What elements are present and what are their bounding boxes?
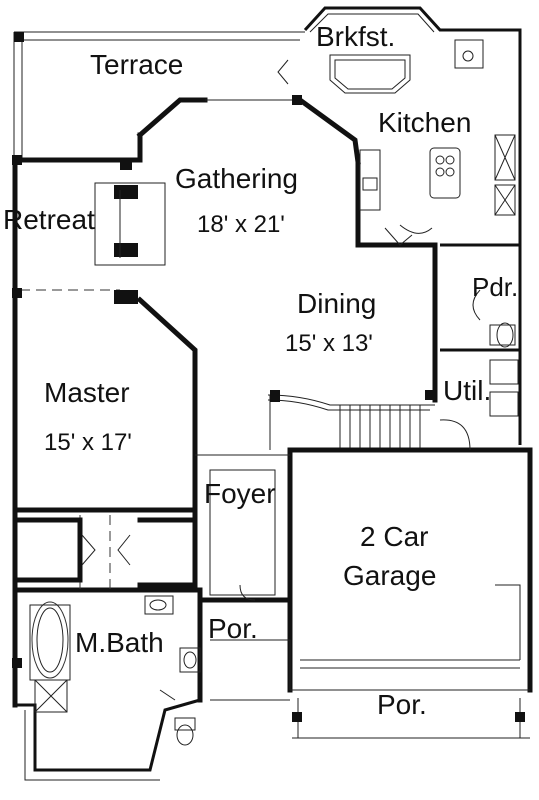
retreat-label: Retreat (3, 204, 95, 235)
garage-label-line2: Garage (343, 560, 436, 591)
garage-porch-label: Por. (377, 689, 427, 720)
fireplace (94, 182, 166, 266)
powder-label: Pdr. (472, 272, 518, 302)
breakfast-table (329, 54, 411, 94)
door-swings (81, 59, 413, 701)
breakfast-label: Brkfst. (316, 21, 395, 52)
gathering-label: Gathering (175, 163, 298, 194)
foyer-label: Foyer (204, 478, 276, 509)
kitchen-fixtures (359, 39, 516, 234)
master-label: Master (44, 377, 130, 408)
utility-label: Util. (443, 375, 491, 406)
garage-label-line1: 2 Car (360, 521, 428, 552)
kitchen-label: Kitchen (378, 107, 471, 138)
front-porch-label: Por. (208, 613, 258, 644)
terrace-label: Terrace (90, 49, 183, 80)
master-bath-label: M.Bath (75, 627, 164, 658)
master-bath-fixtures (29, 595, 201, 746)
gathering-size: 18' x 21' (197, 211, 285, 238)
exterior-walls (12, 6, 533, 781)
powder-utility-fixtures (439, 243, 520, 451)
room-labels: Terrace Brkfst. Kitchen Gathering 18' x … (3, 21, 518, 720)
dining-size: 15' x 13' (285, 330, 373, 357)
master-size: 15' x 17' (44, 429, 132, 456)
stair-treads (339, 405, 421, 450)
dining-label: Dining (297, 288, 376, 319)
